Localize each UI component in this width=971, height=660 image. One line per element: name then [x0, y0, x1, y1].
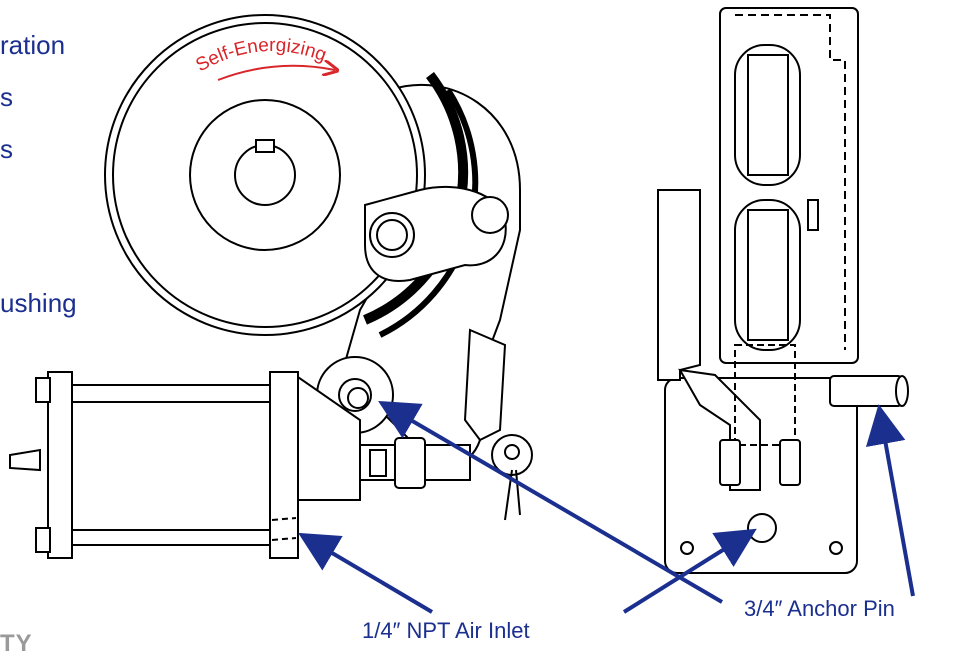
- arrow-anchor-to-boss: [378, 400, 724, 604]
- left-text-line-4: ushing: [0, 288, 77, 318]
- arrow-inlet-to-side: [622, 528, 757, 614]
- left-text-line-1: ration: [0, 30, 66, 60]
- callout-arrows: [298, 400, 915, 614]
- self-energizing-arrow: [217, 66, 335, 81]
- front-view: [9, 14, 533, 559]
- arrow-inlet-to-cylinder: [298, 532, 434, 614]
- air-cylinder: [9, 371, 299, 559]
- left-text-line-3: s: [0, 134, 13, 164]
- air-inlet-label: 1/4″ NPT Air Inlet: [362, 618, 530, 643]
- nut: [394, 437, 426, 489]
- anchor-pin-rod: [829, 375, 903, 407]
- shaft-bore: [234, 144, 296, 206]
- side-view: [657, 7, 909, 574]
- left-text-line-2: s: [0, 82, 13, 112]
- logo-fragment: TY: [0, 630, 33, 657]
- arrow-anchor-to-pin: [865, 404, 915, 597]
- anchor-pin-label: 3/4″ Anchor Pin: [744, 596, 895, 621]
